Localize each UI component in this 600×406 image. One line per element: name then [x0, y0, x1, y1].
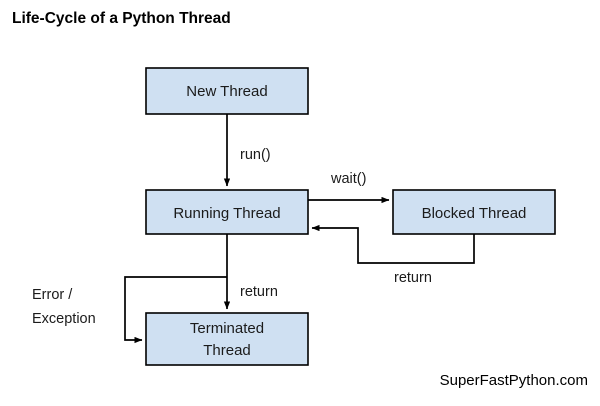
node-new-thread-label: New Thread — [186, 83, 267, 100]
edge-error-to-terminated: Error / Exception — [32, 276, 227, 344]
node-terminated-thread-label-line1: Terminated — [190, 320, 264, 337]
node-blocked-thread-box[interactable] — [392, 189, 556, 235]
edge-label-return-terminated: return — [240, 284, 278, 300]
edge-running-to-terminated: return — [223, 234, 278, 310]
node-running-thread-box[interactable] — [145, 189, 309, 235]
node-terminated-thread[interactable]: Terminated Thread — [145, 312, 309, 366]
watermark: SuperFastPython.com — [440, 372, 588, 389]
node-terminated-thread-label-line2: Thread — [203, 342, 251, 359]
node-blocked-thread[interactable]: Blocked Thread — [392, 189, 556, 235]
edge-error-to-terminated-line — [124, 276, 227, 344]
node-blocked-thread-label: Blocked Thread — [422, 205, 527, 222]
node-running-thread[interactable]: Running Thread — [145, 189, 309, 235]
edge-label-wait: wait() — [330, 171, 366, 187]
node-running-thread-label: Running Thread — [173, 205, 280, 222]
edge-running-to-blocked: wait() — [308, 171, 390, 204]
edge-label-error-line2: Exception — [32, 311, 96, 327]
edge-label-error-line1: Error / — [32, 287, 73, 303]
page-title: Life-Cycle of a Python Thread — [12, 10, 231, 27]
edge-label-run: run() — [240, 147, 271, 163]
node-new-thread-box[interactable] — [145, 67, 309, 115]
edge-label-return-blocked: return — [394, 270, 432, 286]
edge-blocked-to-running: return — [311, 224, 475, 286]
edge-blocked-to-running-line — [311, 224, 475, 264]
node-new-thread[interactable]: New Thread — [145, 67, 309, 115]
node-terminated-thread-box[interactable] — [145, 312, 309, 366]
edge-new-to-running: run() — [223, 114, 271, 187]
